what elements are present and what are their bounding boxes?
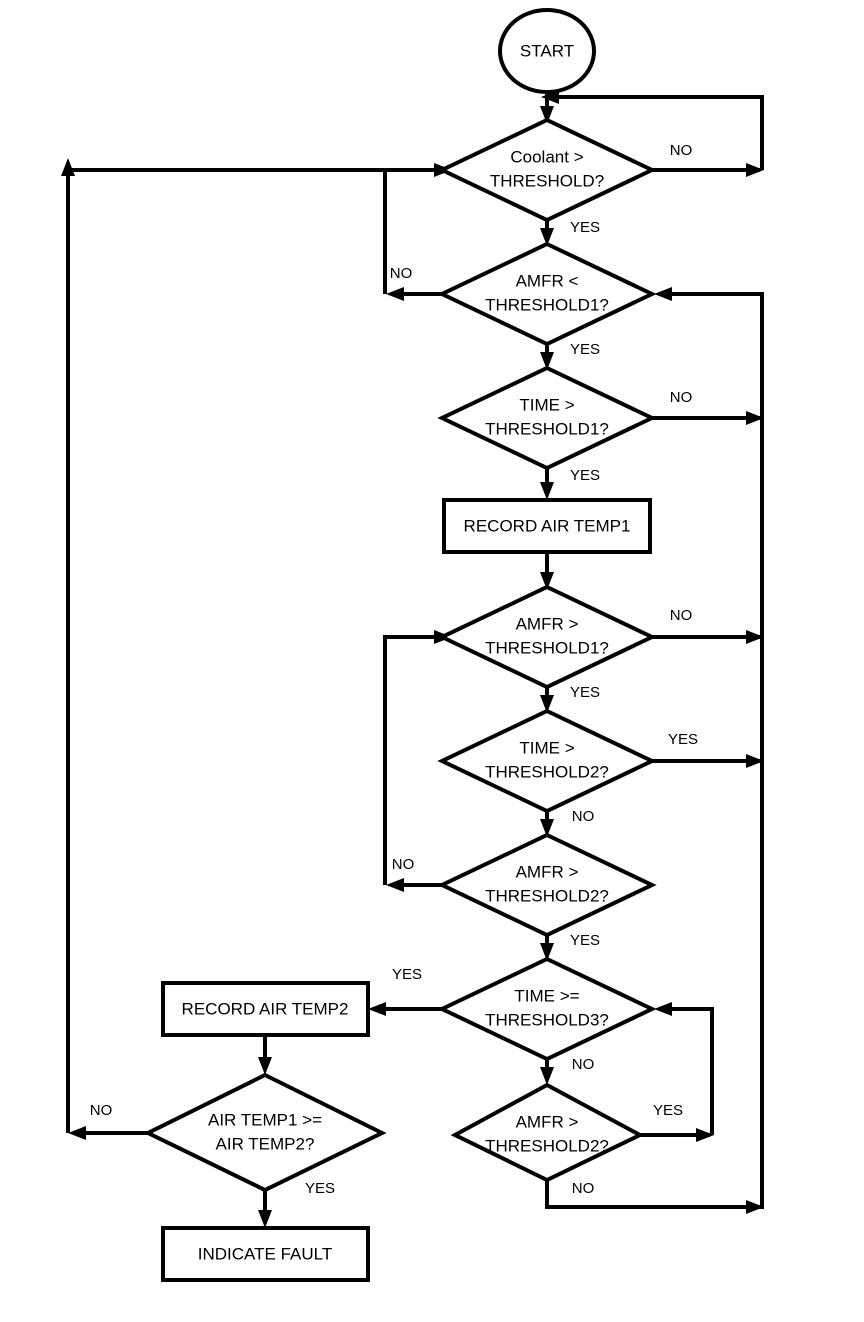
amfr-gt-t2-b-diamond: [450, 1082, 645, 1183]
node-record-air-temp1[interactable]: RECORD AIR TEMP1: [442, 498, 652, 554]
time-gt-t1-label-line1: TIME >: [519, 395, 574, 414]
coolant-label-line1: Coolant >: [510, 147, 583, 166]
arrowhead-time-gt-t2-no: [540, 819, 554, 837]
arrowhead-coolant-no-right: [746, 163, 764, 177]
edge-label-time-gt-t2-yes: YES: [668, 731, 698, 748]
node-time-gt-threshold2[interactable]: TIME > THRESHOLD2?: [437, 708, 657, 814]
coolant-label-line2: THRESHOLD?: [490, 171, 604, 190]
amfr-gt-t1-diamond: [437, 584, 657, 690]
temp-compare-label-line2: AIR TEMP2?: [216, 1134, 315, 1153]
amfr-lt-t1-label-line2: THRESHOLD1?: [485, 295, 609, 314]
amfr-gt-t2-b-label-line2: THRESHOLD2?: [485, 1136, 609, 1155]
record-temp1-rect: [442, 498, 652, 554]
arrowhead-amfr-lt-t1-no: [386, 287, 404, 301]
edge-label-time-gt-t2-no: NO: [572, 808, 595, 825]
node-time-ge-threshold3[interactable]: TIME >= THRESHOLD3?: [437, 956, 657, 1062]
edge-label-amfr-gt-t1-no: NO: [670, 607, 693, 624]
arrowhead-time-gt-t1-no: [746, 411, 764, 425]
arrowhead-left-return-bus-up: [61, 158, 75, 176]
temp-compare-diamond: [143, 1072, 387, 1193]
edge-amfr-gt-t2-b-yes-loop: [668, 1007, 714, 1135]
arrowhead-record-temp2-to-temp-compare: [258, 1057, 272, 1075]
indicate-fault-label: INDICATE FAULT: [198, 1244, 332, 1263]
edge-amfr-gt-t2-b-no: [545, 1178, 760, 1209]
time-gt-t2-label-line2: THRESHOLD2?: [485, 762, 609, 781]
edge-label-amfr-gt-t2-b-no: NO: [572, 1180, 595, 1197]
time-gt-t1-diamond: [437, 365, 657, 471]
amfr-gt-t2-a-label-line1: AMFR >: [516, 862, 579, 881]
edge-label-time-ge-t3-no: NO: [572, 1056, 595, 1073]
arrowhead-amfr-lt-t1-yes: [540, 352, 554, 370]
edge-label-temp-compare-no: NO: [90, 1102, 113, 1119]
record-temp1-label: RECORD AIR TEMP1: [464, 516, 631, 535]
arrowhead-time-gt-t2-yes: [746, 754, 764, 768]
time-gt-t2-label-line1: TIME >: [519, 738, 574, 757]
edge-label-amfr-gt-t2-b-yes: YES: [653, 1102, 683, 1119]
edge-label-time-ge-t3-yes: YES: [392, 966, 422, 983]
edge-label-time-gt-t1-no: NO: [670, 389, 693, 406]
node-start[interactable]: START: [498, 8, 596, 94]
arrowhead-start-to-coolant: [540, 106, 554, 124]
node-amfr-gt-threshold2-upper[interactable]: AMFR > THRESHOLD2?: [437, 832, 657, 938]
arrowhead-record-temp1-to-amfr-gt-t1: [540, 572, 554, 590]
node-amfr-lt-threshold1[interactable]: AMFR < THRESHOLD1?: [437, 241, 657, 347]
edge-label-amfr-lt-t1-yes: YES: [570, 341, 600, 358]
temp-compare-label-line1: AIR TEMP1 >=: [208, 1110, 322, 1129]
arrowhead-coolant-yes: [540, 228, 554, 246]
edge-label-amfr-lt-t1-no: NO: [390, 265, 413, 282]
edge-label-coolant-no: NO: [670, 142, 693, 159]
indicate-fault-rect: [161, 1226, 370, 1282]
edge-label-amfr-gt-t2-a-no: NO: [392, 856, 415, 873]
arrowhead-time-gt-t1-yes: [540, 482, 554, 500]
record-temp2-rect: [161, 981, 370, 1037]
arrowhead-amfr-gt-t2-b-yes: [696, 1128, 714, 1142]
time-ge-t3-label-line2: THRESHOLD3?: [485, 1010, 609, 1029]
arrowhead-amfr-gt-t1-no: [746, 630, 764, 644]
edge-loop-bus-2: [383, 635, 438, 885]
arrowhead-time-ge-t3-yes: [368, 1002, 386, 1016]
node-air-temp-compare[interactable]: AIR TEMP1 >= AIR TEMP2?: [143, 1072, 387, 1193]
amfr-gt-t2-a-label-line2: THRESHOLD2?: [485, 886, 609, 905]
arrowhead-temp-compare-no: [68, 1126, 86, 1140]
edge-label-time-gt-t1-yes: YES: [570, 467, 600, 484]
amfr-gt-t1-label-line2: THRESHOLD1?: [485, 638, 609, 657]
node-record-air-temp2[interactable]: RECORD AIR TEMP2: [161, 981, 370, 1037]
node-coolant-threshold[interactable]: Coolant > THRESHOLD?: [437, 117, 657, 223]
edge-label-coolant-yes: YES: [570, 219, 600, 236]
amfr-gt-t2-a-diamond: [437, 832, 657, 938]
start-ellipse: [498, 8, 596, 94]
arrowhead-amfr-gt-t2-b-yes-into-time-ge-t3: [654, 1002, 672, 1016]
coolant-diamond: [437, 117, 657, 223]
arrowhead-temp-compare-yes: [258, 1210, 272, 1228]
node-amfr-gt-threshold2-lower[interactable]: AMFR > THRESHOLD2?: [450, 1082, 645, 1183]
start-label: START: [520, 41, 574, 60]
arrowhead-time-ge-t3-no: [540, 1067, 554, 1085]
time-gt-t1-label-line2: THRESHOLD1?: [485, 419, 609, 438]
edge-label-amfr-gt-t2-a-yes: YES: [570, 932, 600, 949]
arrowhead-amfr-gt-t2-a-yes: [540, 943, 554, 961]
edge-coolant-no-loopback: [553, 95, 764, 170]
arrowhead-amfr-gt-t2-a-no: [386, 878, 404, 892]
arrowhead-right-bus-into-amfr-lt-t1: [654, 287, 672, 301]
node-indicate-fault[interactable]: INDICATE FAULT: [161, 1226, 370, 1282]
record-temp2-label: RECORD AIR TEMP2: [182, 999, 349, 1018]
amfr-gt-t2-b-label-line1: AMFR >: [516, 1112, 579, 1131]
time-ge-t3-diamond: [437, 956, 657, 1062]
amfr-lt-t1-diamond: [437, 241, 657, 347]
amfr-lt-t1-label-line1: AMFR <: [516, 271, 579, 290]
arrowhead-amfr-gt-t2-b-no: [746, 1200, 764, 1214]
edge-label-temp-compare-yes: YES: [305, 1180, 335, 1197]
time-ge-t3-label-line1: TIME >=: [514, 986, 579, 1005]
node-time-gt-threshold1[interactable]: TIME > THRESHOLD1?: [437, 365, 657, 471]
time-gt-t2-diamond: [437, 708, 657, 814]
amfr-gt-t1-label-line1: AMFR >: [516, 614, 579, 633]
arrowhead-amfr-gt-t1-yes: [540, 695, 554, 713]
node-amfr-gt-threshold1[interactable]: AMFR > THRESHOLD1?: [437, 584, 657, 690]
edge-label-amfr-gt-t1-yes: YES: [570, 684, 600, 701]
